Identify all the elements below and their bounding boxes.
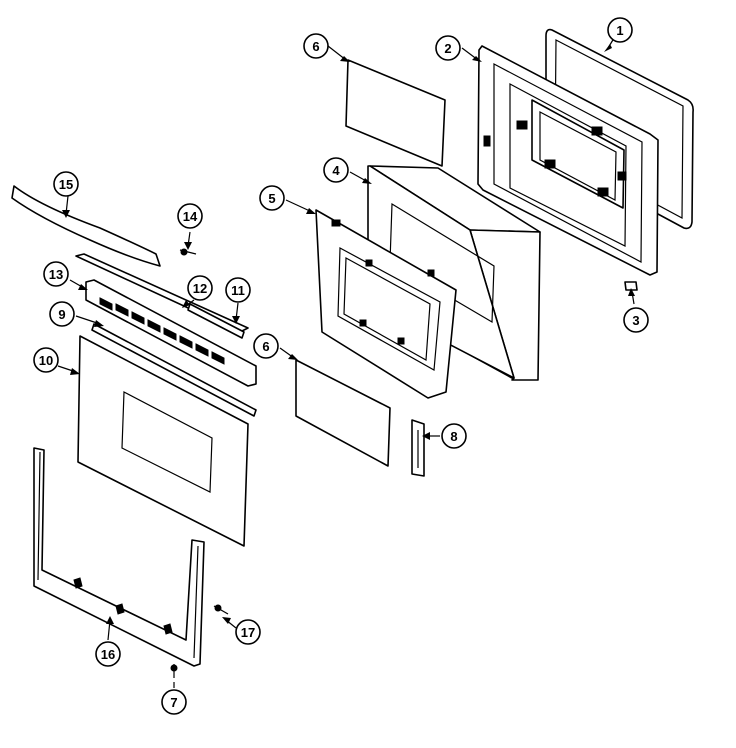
callout-4: 4 bbox=[323, 157, 349, 183]
callout-16-label: 16 bbox=[101, 647, 115, 662]
callout-7-label: 7 bbox=[170, 695, 177, 710]
part-outer-door-panel bbox=[77, 335, 249, 547]
callout-3: 3 bbox=[623, 307, 649, 333]
part-glass-panel-top bbox=[345, 59, 446, 167]
callout-12: 12 bbox=[187, 275, 213, 301]
callout-9: 9 bbox=[49, 301, 75, 327]
part-door-handle bbox=[11, 185, 161, 267]
part-clip bbox=[624, 281, 638, 291]
callout-12-label: 12 bbox=[193, 281, 207, 296]
callout-9-label: 9 bbox=[58, 307, 65, 322]
callout-2: 2 bbox=[435, 35, 461, 61]
part-screw-17 bbox=[213, 604, 229, 615]
part-vent-panel bbox=[85, 279, 257, 387]
callout-2-label: 2 bbox=[444, 41, 451, 56]
part-insulation bbox=[367, 165, 541, 381]
part-inner-door-panel bbox=[477, 45, 659, 276]
callout-7: 7 bbox=[161, 689, 187, 715]
callout-15-label: 15 bbox=[59, 177, 73, 192]
callout-17: 17 bbox=[235, 619, 261, 645]
callout-8: 8 bbox=[441, 423, 467, 449]
part-door-liner bbox=[315, 209, 457, 399]
part-screw-14 bbox=[179, 248, 197, 256]
part-bracket-strip bbox=[187, 303, 245, 339]
callout-16: 16 bbox=[95, 641, 121, 667]
callout-6-top-label: 6 bbox=[312, 39, 319, 54]
callout-17-label: 17 bbox=[241, 625, 255, 640]
part-gasket-strip bbox=[91, 323, 257, 417]
callout-11-label: 11 bbox=[231, 283, 245, 298]
part-glass-panel-middle bbox=[295, 359, 391, 467]
callout-6-top: 6 bbox=[303, 33, 329, 59]
callout-10-label: 10 bbox=[39, 353, 53, 368]
callout-5: 5 bbox=[259, 185, 285, 211]
callout-15: 15 bbox=[53, 171, 79, 197]
callout-10: 10 bbox=[33, 347, 59, 373]
callout-4-label: 4 bbox=[332, 163, 340, 178]
callout-1-label: 1 bbox=[616, 23, 623, 38]
callout-11: 11 bbox=[225, 277, 251, 303]
part-door-frame bbox=[33, 447, 205, 667]
callout-13: 13 bbox=[43, 261, 69, 287]
callout-6-middle-label: 6 bbox=[262, 339, 269, 354]
callout-5-label: 5 bbox=[268, 191, 275, 206]
callout-14-label: 14 bbox=[183, 209, 198, 224]
callout-1: 1 bbox=[607, 17, 633, 43]
part-screw-7 bbox=[170, 664, 178, 678]
callout-14: 14 bbox=[177, 203, 203, 229]
callout-3-label: 3 bbox=[632, 313, 639, 328]
callout-13-label: 13 bbox=[49, 267, 63, 282]
part-hinge bbox=[411, 419, 425, 477]
callout-6-middle: 6 bbox=[253, 333, 279, 359]
callout-8-label: 8 bbox=[450, 429, 457, 444]
